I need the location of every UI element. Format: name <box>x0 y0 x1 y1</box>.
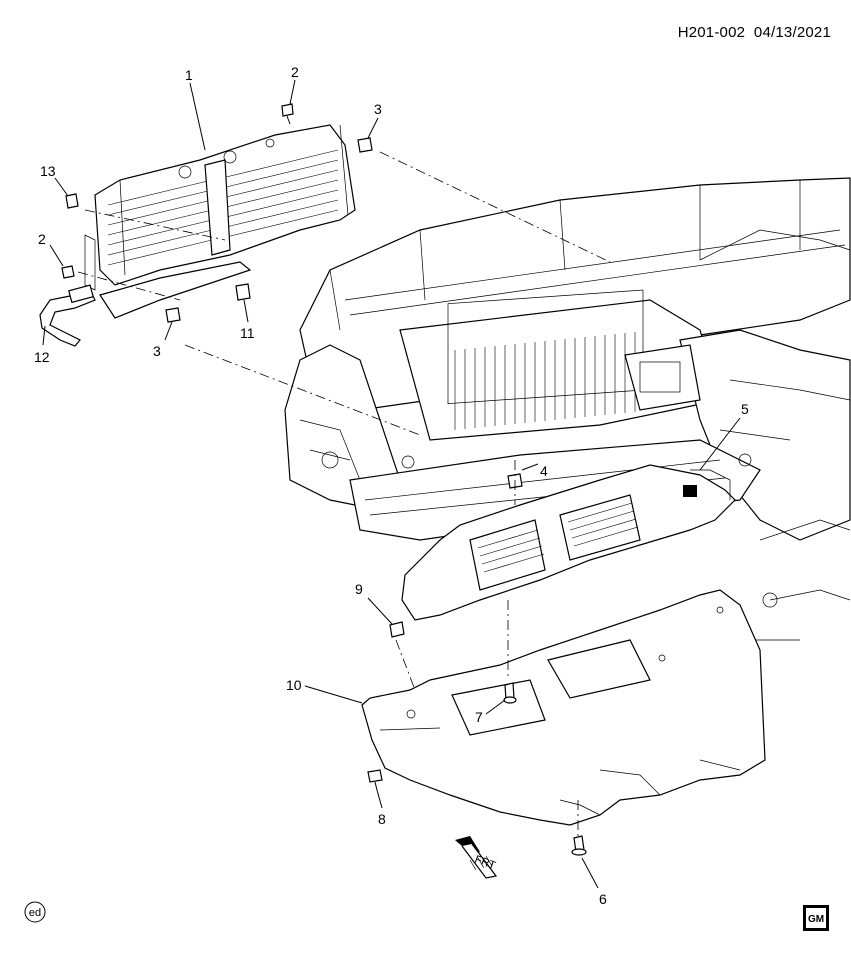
callout-4: 4 <box>540 463 548 479</box>
callout-1: 1 <box>185 67 193 83</box>
front-direction-marker: FRT <box>455 836 497 879</box>
footer-code-badge: ed <box>24 901 46 923</box>
fastener-13 <box>65 193 79 209</box>
alignment-lines <box>77 151 611 836</box>
fastener-2-left <box>61 265 75 279</box>
callout-7: 7 <box>475 709 483 725</box>
callout-11: 11 <box>240 325 255 341</box>
fastener-3-lower <box>165 307 181 323</box>
leader-lines <box>42 79 741 889</box>
fastener-3-top <box>357 137 373 153</box>
fastener-2-top <box>281 103 294 125</box>
callout-labels: 1 2 3 13 2 3 11 12 4 5 9 10 7 8 6 <box>34 64 749 907</box>
lower-shield-10 <box>361 589 766 826</box>
document-date: 04/13/2021 <box>753 24 831 41</box>
radiator-core <box>447 289 644 430</box>
callout-2-left: 2 <box>38 231 46 247</box>
gm-logo-text: GM <box>808 914 824 925</box>
callout-3-lower: 3 <box>153 343 161 359</box>
callout-9: 9 <box>355 581 363 597</box>
fastener-9 <box>389 621 405 638</box>
callout-5: 5 <box>741 401 749 417</box>
gm-logo: GM <box>803 905 829 931</box>
document-id: H201-002 <box>677 24 746 41</box>
document-id-date: H201-002 04/13/2021 <box>678 24 831 41</box>
callout-8: 8 <box>378 811 386 827</box>
fastener-11 <box>235 283 251 301</box>
shutter-vanes <box>107 149 339 266</box>
callout-12: 12 <box>34 349 50 365</box>
footer-code: ed <box>29 907 41 919</box>
callout-2-top: 2 <box>291 64 299 80</box>
callout-6: 6 <box>599 891 607 907</box>
active-grille-shutter <box>84 124 356 319</box>
callout-3-top: 3 <box>374 101 382 117</box>
callout-13: 13 <box>40 163 56 179</box>
bolt-8 <box>367 769 383 791</box>
callout-10: 10 <box>286 677 302 693</box>
bolt-7 <box>503 682 517 704</box>
wiring-harness-12 <box>39 284 96 347</box>
air-deflector-5 <box>401 464 736 621</box>
bolt-6 <box>571 835 587 856</box>
vehicle-front-structure <box>284 177 851 641</box>
